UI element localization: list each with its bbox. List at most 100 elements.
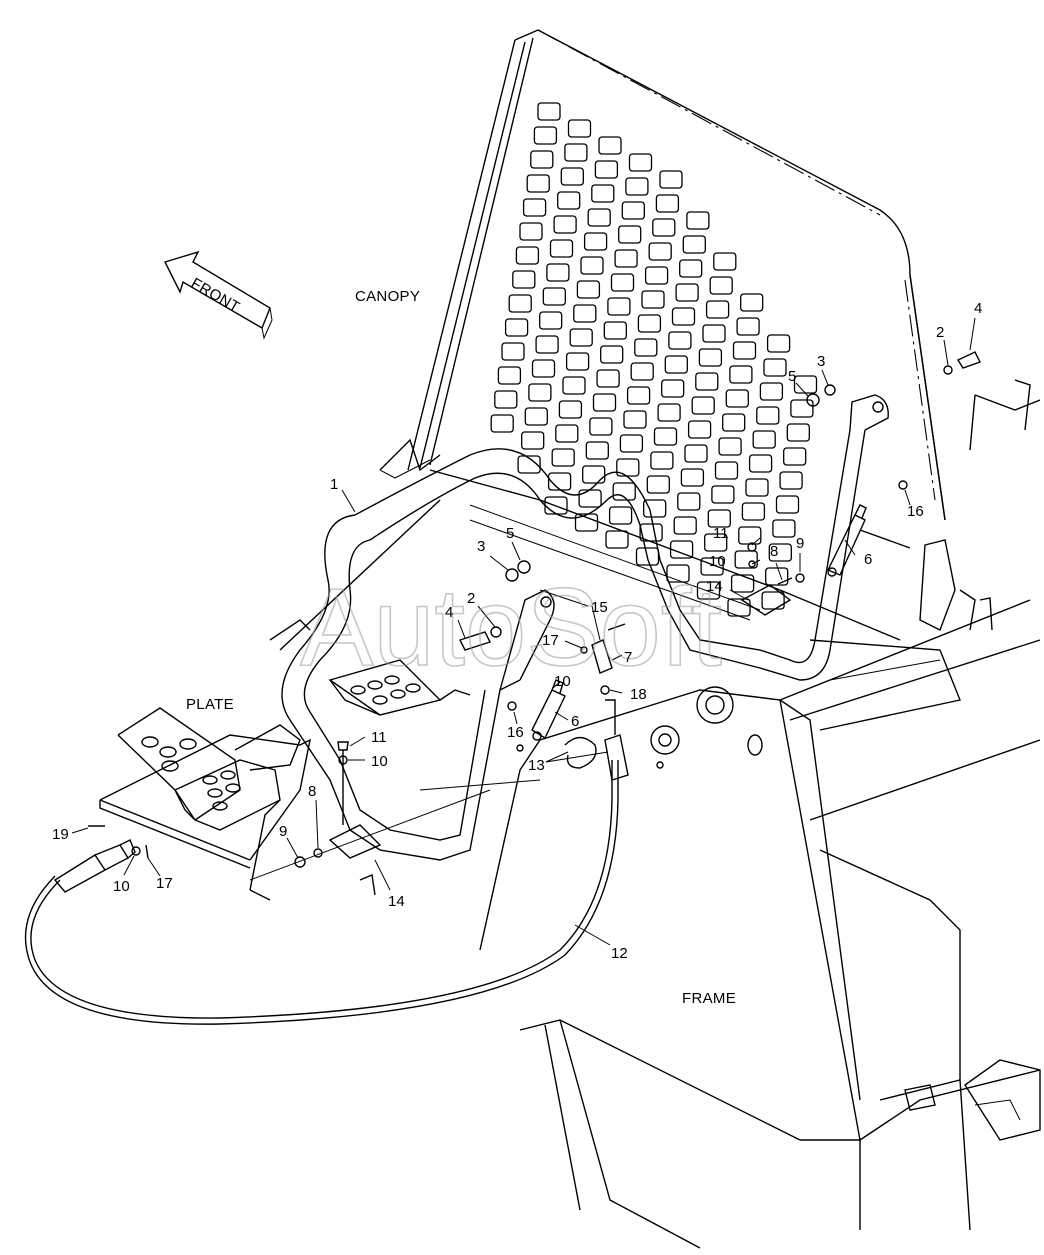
callout-10: 10 bbox=[371, 753, 388, 770]
floor-plate bbox=[99, 659, 471, 869]
mesh-hole bbox=[766, 334, 791, 353]
mesh-hole bbox=[628, 153, 653, 172]
mesh-hole bbox=[526, 174, 550, 193]
mesh-hole bbox=[612, 482, 636, 501]
mesh-hole bbox=[768, 543, 792, 562]
mesh-hole bbox=[748, 454, 773, 473]
mesh-hole bbox=[618, 225, 642, 244]
mesh-hole bbox=[580, 256, 604, 275]
mesh-hole bbox=[542, 287, 566, 306]
mesh-hole bbox=[698, 348, 723, 367]
mesh-hole bbox=[522, 198, 547, 217]
callout-2: 2 bbox=[467, 590, 475, 607]
callout-14: 14 bbox=[706, 578, 723, 595]
canopy-mesh bbox=[490, 102, 818, 617]
mesh-hole bbox=[598, 136, 622, 155]
mesh-hole bbox=[783, 447, 807, 466]
mesh-hole bbox=[704, 533, 728, 552]
callout-2: 2 bbox=[936, 324, 944, 341]
mesh-hole bbox=[557, 191, 581, 210]
watermark: AutoSoft bbox=[300, 566, 722, 689]
mesh-hole bbox=[549, 239, 574, 258]
callout-11: 11 bbox=[713, 525, 729, 542]
mesh-hole bbox=[574, 513, 599, 532]
mesh-hole bbox=[761, 591, 785, 610]
mesh-hole bbox=[677, 492, 701, 511]
mesh-hole bbox=[786, 423, 810, 442]
mesh-hole bbox=[722, 413, 746, 432]
mesh-hole bbox=[759, 382, 784, 401]
callout-9: 9 bbox=[796, 535, 804, 552]
callout-16: 16 bbox=[507, 724, 524, 741]
mesh-hole bbox=[673, 516, 697, 535]
mesh-hole bbox=[619, 434, 644, 453]
callout-6: 6 bbox=[864, 551, 872, 568]
mesh-hole bbox=[582, 465, 606, 484]
mesh-hole bbox=[729, 365, 753, 384]
mesh-hole bbox=[756, 406, 780, 425]
mesh-hole bbox=[666, 564, 690, 583]
mesh-hole bbox=[519, 222, 543, 241]
mesh-hole bbox=[725, 389, 749, 408]
callout-13: 13 bbox=[528, 757, 545, 774]
mesh-hole bbox=[637, 314, 662, 333]
callout-9: 9 bbox=[279, 823, 287, 840]
mesh-hole bbox=[779, 471, 803, 490]
canopy-label: CANOPY bbox=[355, 288, 420, 305]
mesh-hole bbox=[680, 468, 705, 487]
mesh-hole bbox=[643, 499, 667, 518]
mesh-hole bbox=[528, 383, 552, 402]
callout-3: 3 bbox=[477, 538, 485, 555]
mesh-hole bbox=[594, 160, 619, 179]
mesh-hole bbox=[679, 259, 703, 278]
mesh-hole bbox=[589, 417, 613, 436]
mesh-hole bbox=[573, 304, 597, 323]
mesh-hole bbox=[765, 567, 789, 586]
mesh-hole bbox=[497, 366, 522, 385]
mesh-hole bbox=[515, 246, 540, 265]
mesh-hole bbox=[705, 300, 730, 319]
callout-7: 7 bbox=[624, 649, 632, 666]
mesh-hole bbox=[625, 177, 649, 196]
callout-10: 10 bbox=[709, 553, 726, 570]
mesh-hole bbox=[702, 324, 726, 343]
mesh-hole bbox=[564, 143, 588, 162]
mesh-hole bbox=[600, 345, 624, 364]
callout-16: 16 bbox=[907, 503, 924, 520]
mesh-hole bbox=[576, 280, 601, 299]
callout-6: 6 bbox=[571, 713, 579, 730]
mesh-hole bbox=[535, 335, 559, 354]
mesh-hole bbox=[659, 170, 683, 189]
mesh-hole bbox=[718, 437, 742, 456]
mesh-hole bbox=[740, 293, 764, 312]
mesh-hole bbox=[608, 506, 633, 525]
callout-18: 18 bbox=[630, 686, 647, 703]
mesh-hole bbox=[546, 263, 570, 282]
callout-17: 17 bbox=[542, 632, 559, 649]
callout-5: 5 bbox=[788, 368, 796, 385]
mesh-hole bbox=[521, 431, 545, 450]
mesh-hole bbox=[653, 427, 678, 446]
callout-14: 14 bbox=[388, 893, 405, 910]
mesh-hole bbox=[494, 390, 518, 409]
mesh-hole bbox=[539, 311, 563, 330]
mesh-hole bbox=[668, 331, 692, 350]
mesh-hole bbox=[713, 252, 737, 271]
mesh-hole bbox=[657, 403, 681, 422]
callout-12: 12 bbox=[611, 945, 628, 962]
mesh-hole bbox=[730, 574, 755, 593]
control-cable bbox=[24, 699, 629, 1025]
mesh-hole bbox=[562, 376, 586, 395]
mesh-hole bbox=[490, 414, 514, 433]
callout-4: 4 bbox=[974, 300, 982, 317]
mesh-hole bbox=[664, 355, 688, 374]
mesh-hole bbox=[648, 242, 672, 261]
mesh-hole bbox=[537, 102, 561, 121]
mesh-hole bbox=[621, 201, 645, 220]
mesh-hole bbox=[732, 341, 757, 360]
callout-8: 8 bbox=[770, 543, 778, 560]
mesh-hole bbox=[738, 526, 762, 545]
mesh-hole bbox=[551, 448, 575, 467]
mesh-hole bbox=[752, 430, 776, 449]
